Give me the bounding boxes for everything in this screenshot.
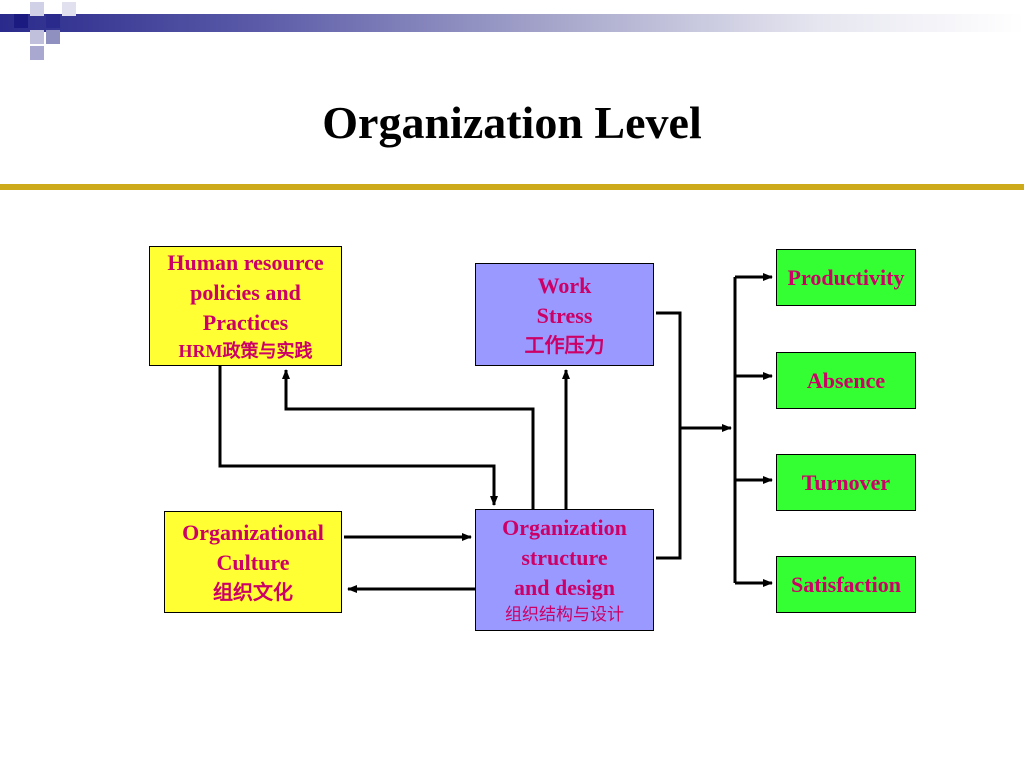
stress-line-2: Stress — [536, 302, 593, 328]
connector-stress-out — [656, 311, 682, 428]
work-stress-box: Work Stress 工作压力 — [475, 263, 654, 366]
culture-line-3: 组织文化 — [213, 580, 293, 604]
organizational-culture-box: Organizational Culture 组织文化 — [164, 511, 342, 613]
org-line-1: Organization — [502, 515, 627, 540]
arrow-org-to-hrm — [282, 369, 535, 509]
culture-line-2: Culture — [216, 550, 290, 575]
organization-structure-box: Organization structure and design 组织结构与设… — [475, 509, 654, 631]
hrm-line-2: policies and — [190, 280, 301, 305]
header-square — [62, 2, 76, 16]
title-rule — [0, 184, 1024, 190]
hrm-line-1: Human resource — [167, 250, 324, 275]
header-square — [30, 46, 44, 60]
culture-line-1: Organizational — [182, 520, 324, 545]
satisfaction-box: Satisfaction — [776, 556, 916, 613]
header-square — [30, 2, 44, 16]
header-square — [14, 14, 28, 28]
stress-line-1: Work — [537, 272, 592, 298]
org-line-2: structure — [521, 545, 608, 570]
connector-org-out — [656, 428, 682, 560]
header-square — [46, 14, 60, 28]
productivity-label: Productivity — [787, 264, 905, 290]
productivity-box: Productivity — [776, 249, 916, 306]
satisfaction-label: Satisfaction — [791, 571, 901, 597]
header-square — [46, 30, 60, 44]
stress-line-3: 工作压力 — [524, 332, 605, 357]
hrm-policies-box: Human resource policies and Practices HR… — [149, 246, 342, 366]
turnover-label: Turnover — [801, 469, 891, 495]
absence-label: Absence — [806, 367, 886, 393]
header-gradient-bar — [0, 14, 1024, 32]
header-square — [30, 30, 44, 44]
hrm-line-3: Practices — [202, 310, 289, 335]
absence-box: Absence — [776, 352, 916, 409]
arrow-hrm-to-org — [218, 366, 498, 506]
org-line-3: and design — [514, 575, 615, 600]
turnover-box: Turnover — [776, 454, 916, 511]
slide-title: Organization Level — [322, 97, 702, 148]
org-line-4: 组织结构与设计 — [505, 605, 624, 625]
hrm-line-4: HRM政策与实践 — [178, 341, 313, 361]
